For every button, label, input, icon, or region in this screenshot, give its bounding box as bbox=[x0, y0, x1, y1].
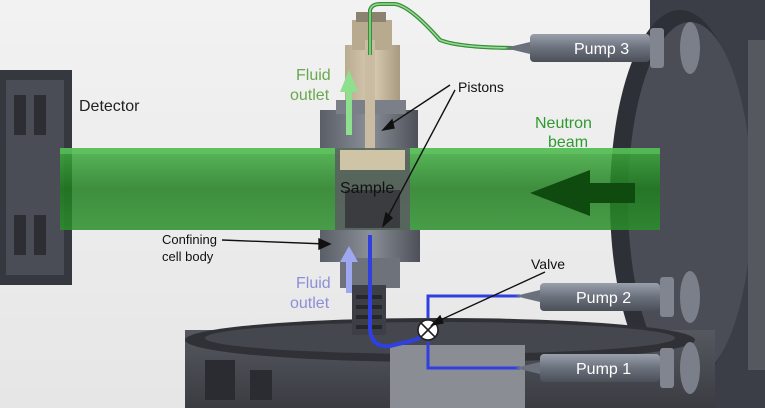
pump-2-label: Pump 2 bbox=[576, 290, 631, 307]
detector-label: Detector bbox=[79, 98, 140, 115]
pump-3-label: Pump 3 bbox=[574, 41, 629, 58]
fluid-outlet-bottom-label-line2: outlet bbox=[290, 295, 330, 312]
sample-region bbox=[335, 148, 410, 230]
pump-2-syringe bbox=[515, 271, 700, 323]
fluid-outlet-top-label-line2: outlet bbox=[290, 87, 330, 104]
pistons-label: Pistons bbox=[458, 79, 504, 95]
leader-lines bbox=[221, 84, 546, 327]
upper-fluid-tube-highlight bbox=[369, 3, 525, 55]
fluid-inlet-up-arrow bbox=[340, 246, 358, 293]
neutron-beam-label-line2: beam bbox=[548, 134, 588, 151]
confining-label-line2: cell body bbox=[162, 249, 214, 264]
fluid-outlet-up-arrow bbox=[340, 70, 358, 135]
valve-label: Valve bbox=[531, 256, 565, 272]
pump-1-label: Pump 1 bbox=[576, 361, 631, 378]
fluid-outlet-top-label-line1: Fluid bbox=[296, 67, 331, 84]
pump-1-syringe bbox=[515, 342, 700, 394]
neutron-beam-label-line1: Neutron bbox=[535, 115, 592, 132]
pump-3-syringe bbox=[505, 22, 700, 74]
beam-direction-arrow bbox=[530, 170, 635, 216]
sample-label: Sample bbox=[340, 180, 394, 197]
fluid-outlet-bottom-label-line1: Fluid bbox=[296, 275, 331, 292]
confining-label-line1: Confining bbox=[162, 232, 217, 247]
